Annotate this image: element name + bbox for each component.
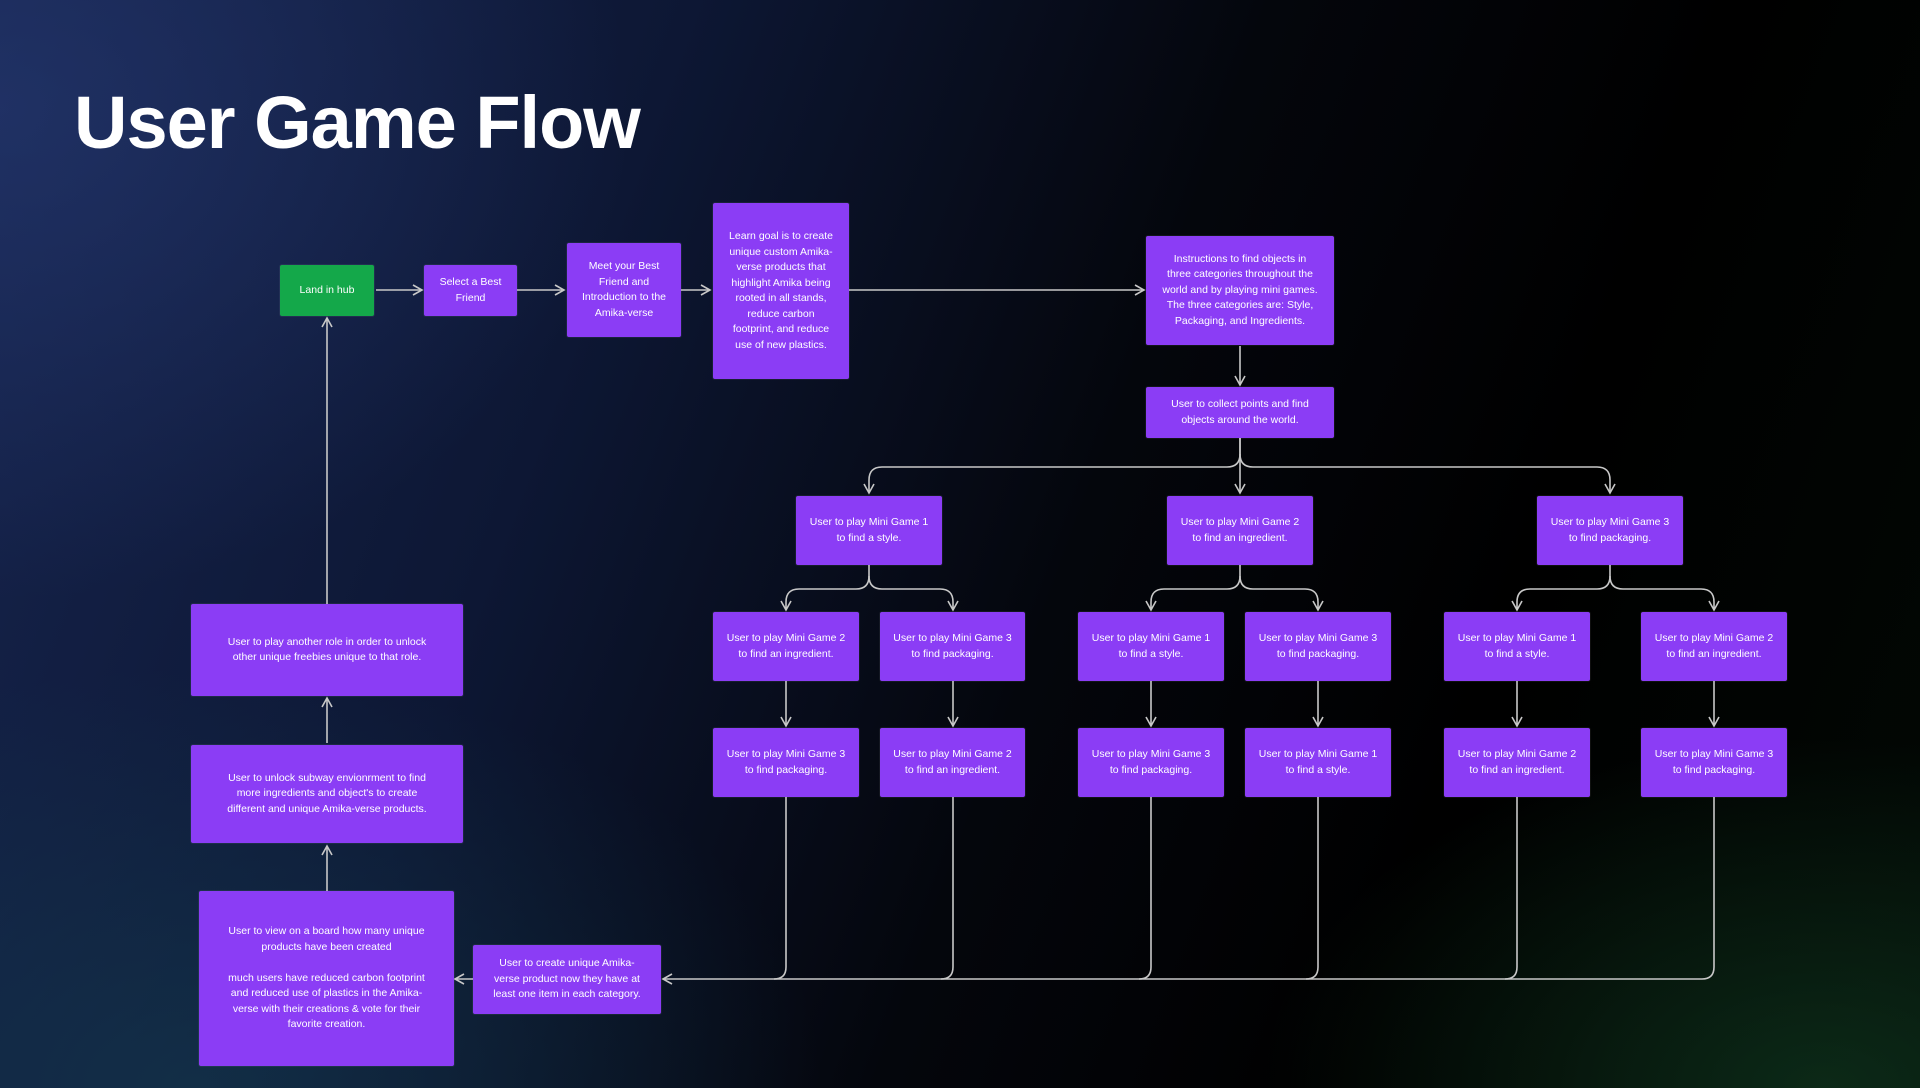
node-play-another-role: User to play another role in order to un… bbox=[191, 604, 463, 696]
merge-line-c3-mg2 bbox=[1504, 797, 1518, 980]
node-b3-mini-game-1: User to play Mini Game 1 to find a style… bbox=[1444, 612, 1590, 681]
arrow-collect-to-mg3 bbox=[1239, 453, 1616, 495]
merge-line-c1-mg2 bbox=[940, 797, 954, 980]
node-c3-mini-game-2: User to play Mini Game 2 to find an ingr… bbox=[1444, 728, 1590, 797]
node-learn-goal: Learn goal is to create unique custom Am… bbox=[713, 203, 849, 379]
node-c2-mini-game-3: User to play Mini Game 3 to find packagi… bbox=[1078, 728, 1224, 797]
merge-line-c3-mg3 bbox=[1701, 797, 1715, 980]
node-c3-mini-game-3: User to play Mini Game 3 to find packagi… bbox=[1641, 728, 1787, 797]
node-mini-game-1-style: User to play Mini Game 1 to find a style… bbox=[796, 496, 942, 565]
merge-line-c2-mg1 bbox=[1305, 797, 1319, 980]
arrow-collect-to-mg1 bbox=[863, 438, 1241, 495]
arrow-mg2-to-b2-left bbox=[1145, 565, 1241, 612]
node-select-best-friend: Select a Best Friend bbox=[424, 265, 517, 316]
node-b2-mini-game-3: User to play Mini Game 3 to find packagi… bbox=[1245, 612, 1391, 681]
node-mini-game-2-ingredient: User to play Mini Game 2 to find an ingr… bbox=[1167, 496, 1313, 565]
node-c1-mini-game-3: User to play Mini Game 3 to find packagi… bbox=[713, 728, 859, 797]
arrow-mg2-to-b2-right bbox=[1239, 575, 1324, 612]
arrow-mg3-to-b3-right bbox=[1609, 575, 1720, 612]
node-instructions: Instructions to find objects in three ca… bbox=[1146, 236, 1334, 345]
merge-line-c2-mg3 bbox=[1138, 797, 1152, 980]
arrow-mg1-to-b1-right bbox=[868, 575, 959, 612]
node-c1-mini-game-2: User to play Mini Game 2 to find an ingr… bbox=[880, 728, 1025, 797]
merge-line-c1-mg3 bbox=[773, 797, 787, 980]
node-b1-mini-game-2: User to play Mini Game 2 to find an ingr… bbox=[713, 612, 859, 681]
arrow-mg1-to-b1-left bbox=[780, 565, 870, 612]
node-collect-points: User to collect points and find objects … bbox=[1146, 387, 1334, 438]
node-b2-mini-game-1: User to play Mini Game 1 to find a style… bbox=[1078, 612, 1224, 681]
node-mini-game-3-packaging: User to play Mini Game 3 to find packagi… bbox=[1537, 496, 1683, 565]
node-b1-mini-game-3: User to play Mini Game 3 to find packagi… bbox=[880, 612, 1025, 681]
arrow-mg3-to-b3-left bbox=[1511, 565, 1611, 612]
node-meet-best-friend: Meet your Best Friend and Introduction t… bbox=[567, 243, 681, 337]
node-view-board: User to view on a board how many unique … bbox=[199, 891, 454, 1066]
node-b3-mini-game-2: User to play Mini Game 2 to find an ingr… bbox=[1641, 612, 1787, 681]
node-c2-mini-game-1: User to play Mini Game 1 to find a style… bbox=[1245, 728, 1391, 797]
page-title: User Game Flow bbox=[74, 81, 641, 164]
node-create-product: User to create unique Amika- verse produ… bbox=[473, 945, 661, 1014]
node-land-in-hub: Land in hub bbox=[280, 265, 374, 316]
node-unlock-subway: User to unlock subway envionrment to fin… bbox=[191, 745, 463, 843]
